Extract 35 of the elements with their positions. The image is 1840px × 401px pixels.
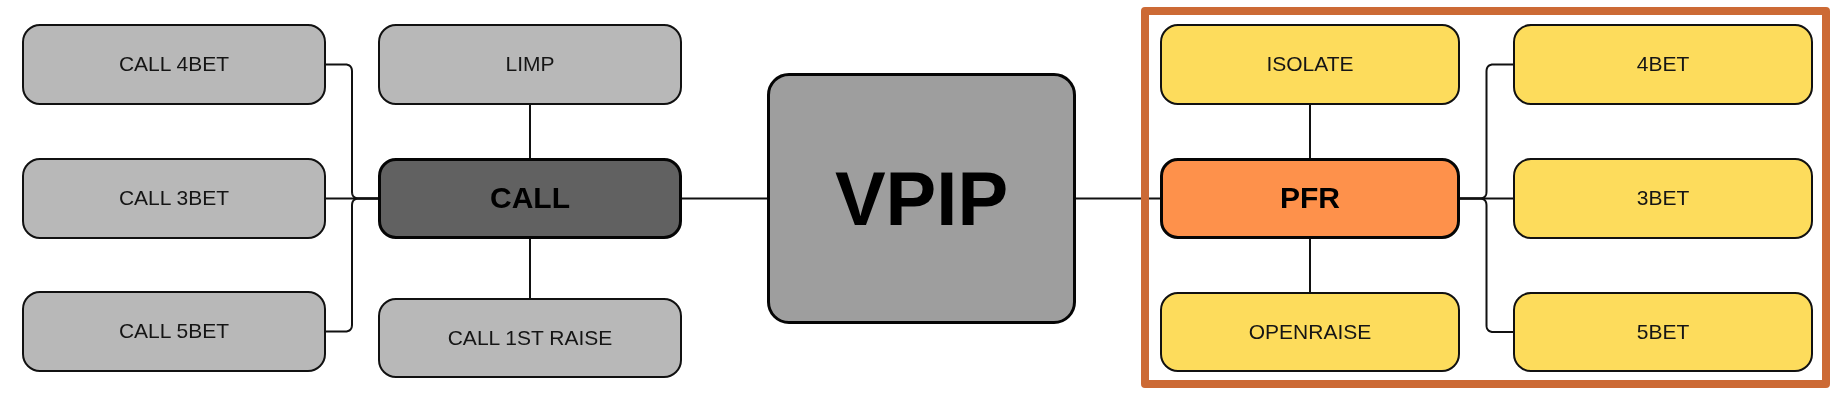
node-label: CALL xyxy=(490,181,570,216)
connector-line xyxy=(1309,238,1311,293)
node-label: CALL 1ST RAISE xyxy=(447,325,613,351)
node-label: 5BET xyxy=(1636,319,1690,345)
action-box xyxy=(1513,292,1813,372)
connector-line xyxy=(1459,197,1514,333)
node-label: CALL 4BET xyxy=(118,52,230,77)
node-label: LIMP xyxy=(505,52,555,77)
action-box xyxy=(1160,24,1460,105)
node-label: OPENRAISE xyxy=(1248,319,1372,345)
connector-line xyxy=(1075,197,1161,200)
connector-line xyxy=(529,238,531,299)
action-box xyxy=(1160,292,1460,372)
node-label: CALL 3BET xyxy=(118,186,230,211)
connector-line xyxy=(1309,104,1311,159)
action-box xyxy=(1513,158,1813,239)
node-label: PFR xyxy=(1280,181,1340,216)
connector-line xyxy=(529,104,531,159)
action-box xyxy=(378,298,682,378)
connector-line xyxy=(681,197,768,200)
node-label: 3BET xyxy=(1636,186,1690,211)
action-box xyxy=(378,24,682,105)
node-label: VPIP xyxy=(834,154,1009,243)
action-box xyxy=(22,24,326,105)
action-box xyxy=(22,291,326,372)
root-box xyxy=(767,73,1076,324)
connector-line xyxy=(325,197,379,333)
group-frame xyxy=(1141,7,1830,388)
action-box xyxy=(1513,24,1813,105)
node-label: CALL 5BET xyxy=(118,319,230,344)
branch-box xyxy=(378,158,682,239)
node-label: 4BET xyxy=(1636,52,1690,77)
action-box xyxy=(22,158,326,239)
branch-box xyxy=(1160,158,1460,239)
node-label: ISOLATE xyxy=(1266,52,1354,77)
